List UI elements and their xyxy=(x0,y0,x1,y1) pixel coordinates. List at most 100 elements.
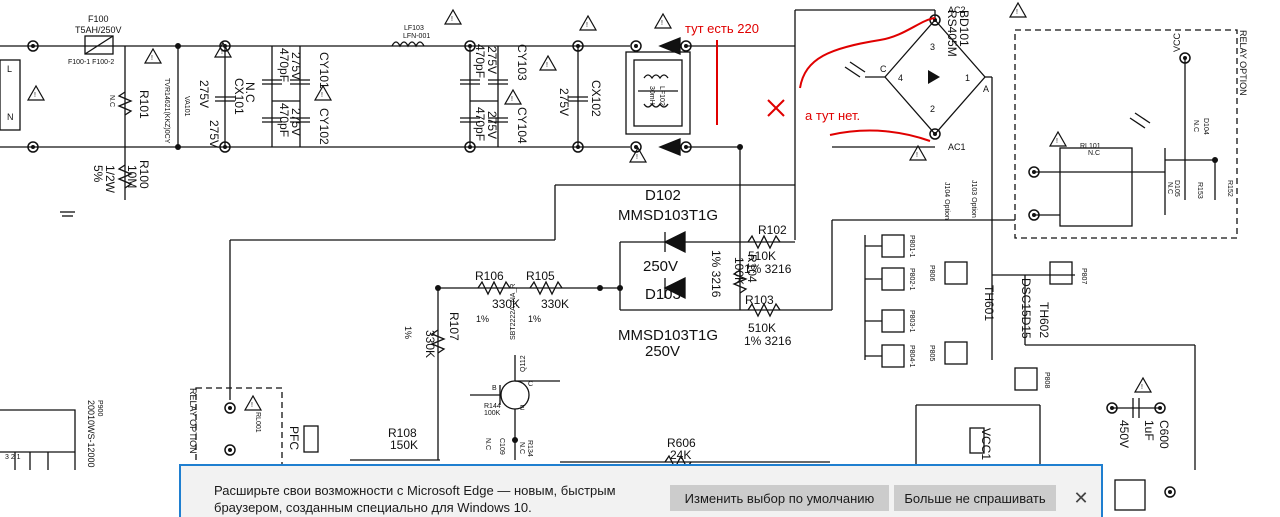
c109-note: N.C xyxy=(484,438,491,450)
relay-top-label: RELAY OPTION xyxy=(1238,30,1248,96)
pad-7: P807 xyxy=(1080,268,1087,284)
bd101-pin4: 4 xyxy=(898,73,903,83)
r144-ref: R144 xyxy=(484,403,501,410)
p900-ref: P900 xyxy=(96,400,103,416)
cy102-value: 470pF xyxy=(277,103,291,137)
relay-opt2: J103 Option xyxy=(970,180,977,218)
cx101-note: N.C xyxy=(243,82,257,103)
bd101-pin3: 3 xyxy=(930,42,935,52)
bd101-ac1: AC1 xyxy=(948,142,966,152)
r102-ref: R102 xyxy=(758,223,787,237)
fuse-pins: F100-1 F100-2 xyxy=(68,59,114,66)
r606-ref: R606 xyxy=(667,436,696,450)
r103-spec: 1% 3216 xyxy=(744,334,792,348)
change-default-button[interactable]: Изменить выбор по умолчанию xyxy=(670,485,889,511)
relay-top-vcc: VCC xyxy=(1172,32,1182,52)
dont-ask-button[interactable]: Больше не спрашивать xyxy=(894,485,1056,511)
r108-ref: R108 xyxy=(388,426,417,440)
cy102-rating: 275V xyxy=(289,108,303,136)
va101-rating: 275V xyxy=(197,80,211,108)
cy101-rating: 275V xyxy=(289,52,303,80)
c600-ref: C600 xyxy=(1157,420,1171,449)
r105-ref: R105 xyxy=(526,269,555,283)
dsc-ref: DSC15D15 xyxy=(1019,278,1033,339)
cx101-rating: 275V xyxy=(207,120,221,148)
r106-tol: 1% xyxy=(476,314,489,324)
r100-value: 10M xyxy=(125,165,139,188)
relay-top-rl-note: N.C xyxy=(1088,150,1100,157)
pad-6: P805 xyxy=(928,345,935,361)
va101-ref: VA101 xyxy=(183,96,190,117)
cy104-ref: CY104 xyxy=(515,107,529,144)
q112-e: E xyxy=(520,405,525,412)
connector-n: N xyxy=(7,112,14,122)
edge-notification-bar: Расширьте свои возможности с Microsoft E… xyxy=(179,464,1103,517)
bd101-pin1: 1 xyxy=(965,73,970,83)
annotation-has-220: тут есть 220 xyxy=(685,21,759,36)
r104-spec: 1% 3216 xyxy=(709,250,723,298)
cy101-ref: CY101 xyxy=(317,52,331,89)
pad-4: P804-1 xyxy=(908,345,915,368)
d102-part: MMSD103T1G xyxy=(618,207,718,224)
c600-rating: 450V xyxy=(1117,420,1131,448)
cx102-rating: 275V xyxy=(557,88,571,116)
bd101-a: A xyxy=(983,84,989,94)
bd101-pin2: 2 xyxy=(930,104,935,114)
r102-spec: 1% 3216 xyxy=(744,262,792,276)
relay-top-rl: RL101 xyxy=(1080,143,1101,150)
th601: TH601 xyxy=(982,285,996,321)
q112-ref: Q112 xyxy=(520,355,527,372)
bd101-part: RS405M xyxy=(945,10,959,57)
relay-bottom-label: RELAY OPTION xyxy=(188,388,198,454)
r105-value: 330K xyxy=(541,297,569,311)
pad-1: P801-1 xyxy=(908,235,915,258)
cy101-value: 470pF xyxy=(277,48,291,82)
r105-tol: 1% xyxy=(528,314,541,324)
pfc-label: PFC xyxy=(287,426,301,450)
r103-value: 510K xyxy=(748,321,776,335)
edge-message: Расширьте свои возможности с Microsoft E… xyxy=(214,483,616,515)
r101-note: N.C xyxy=(108,95,115,107)
connector-l: L xyxy=(7,64,12,74)
lf102-ref: LF102 xyxy=(658,86,665,106)
cy104-rating: 275V xyxy=(485,111,499,139)
relay-d105-note: N.C xyxy=(1166,182,1173,194)
relay-r153: R153 xyxy=(1196,182,1203,199)
d103-rating: 250V xyxy=(645,343,680,360)
r107-tol: 1% xyxy=(403,326,413,339)
p900-part: 20010WS-12000 xyxy=(86,400,96,468)
r134-note: N.C xyxy=(518,442,525,454)
r106-ref: R106 xyxy=(475,269,504,283)
relay-d104-note: N.C xyxy=(1192,120,1199,132)
fuse-ref: F100 xyxy=(88,14,109,24)
relay-bottom-part: RL001 xyxy=(254,412,261,433)
r101-ref: R101 xyxy=(137,90,151,119)
cx102-ref: CX102 xyxy=(589,80,603,117)
q112-c: C xyxy=(528,381,533,388)
pad-8: P808 xyxy=(1043,372,1050,388)
pad-3: P803-1 xyxy=(908,310,915,333)
relay-r152: R152 xyxy=(1226,180,1233,197)
q112-b: B xyxy=(492,385,497,392)
r100-tol: 5% xyxy=(91,165,105,183)
relay-d105: D105 xyxy=(1173,180,1180,197)
close-icon[interactable]: ✕ xyxy=(1073,488,1089,508)
lf102-part: 30mH xyxy=(648,86,655,105)
r144-value: 100K xyxy=(484,410,501,417)
r104-value: 100K xyxy=(732,257,746,285)
r104-ref: R104 xyxy=(745,254,759,283)
relay-d104: D104 xyxy=(1202,118,1209,135)
bd101-c: C xyxy=(880,64,887,74)
d102-ref: D102 xyxy=(645,187,681,204)
d103-ref: D103 xyxy=(645,286,681,303)
r108-value: 150K xyxy=(390,438,418,452)
cy103-value: 470pF xyxy=(473,44,487,78)
cx101-ref: CX101 xyxy=(232,78,246,115)
r107-ref: R107 xyxy=(447,312,461,341)
r134-ref: R134 xyxy=(526,440,533,457)
lf103-part: LFN-001 xyxy=(403,33,430,40)
bridge-diode-icon xyxy=(928,70,940,84)
r100-power: 1/2W xyxy=(103,165,117,194)
cy103-rating: 275V xyxy=(485,46,499,74)
